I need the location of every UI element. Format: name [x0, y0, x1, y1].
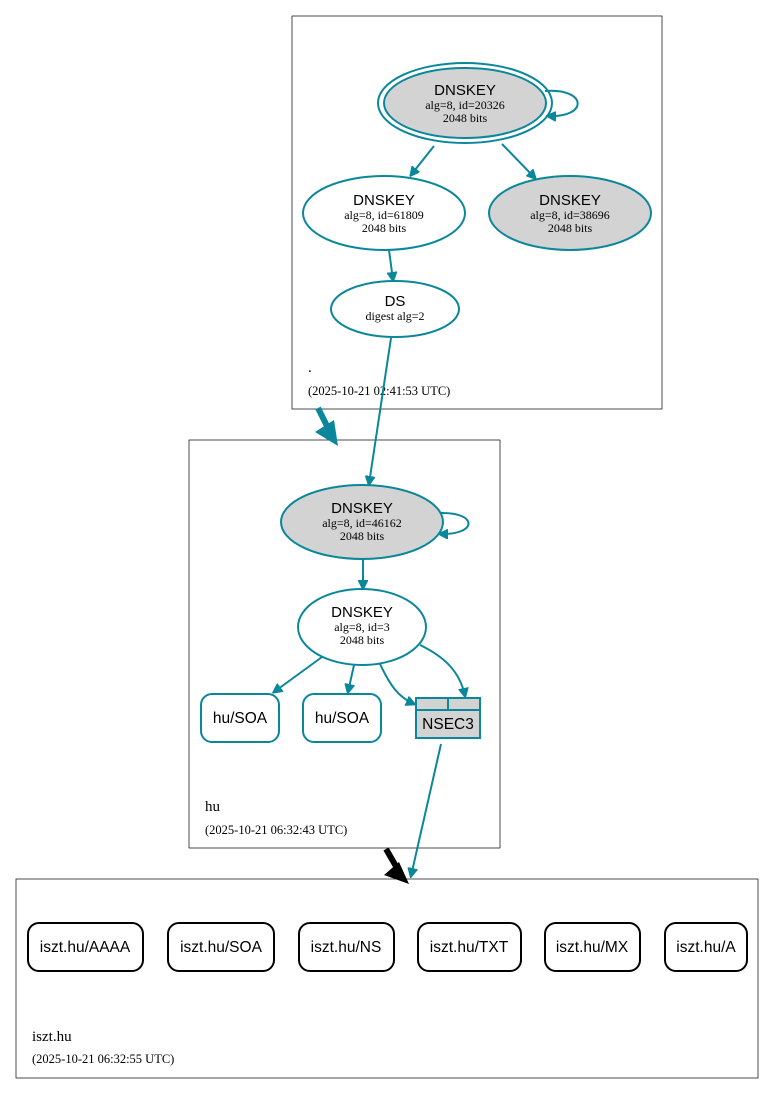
zone-hu-name: hu [205, 799, 221, 815]
edge-delegation-hu-to-iszt [383, 847, 400, 870]
zone-iszt-timestamp: (2025-10-21 06:32:55 UTC) [32, 1052, 174, 1066]
zone-root-timestamp: (2025-10-21 02:41:53 UTC) [308, 384, 450, 398]
node-hu-ksk-alg: alg=8, id=46162 [322, 516, 402, 530]
record-iszt-soa: iszt.hu/SOA [167, 922, 275, 972]
node-hu-nsec3: NSEC3 [415, 697, 481, 739]
node-hu-ds-digest: digest alg=2 [365, 309, 424, 323]
record-iszt-a-label: iszt.hu/A [676, 939, 736, 956]
record-iszt-ns-label: iszt.hu/NS [311, 939, 382, 956]
node-root-key2-alg: alg=8, id=38696 [530, 208, 610, 222]
record-iszt-mx: iszt.hu/MX [544, 922, 641, 972]
record-iszt-txt: iszt.hu/TXT [417, 922, 522, 972]
node-root-zsk-alg: alg=8, id=61809 [344, 208, 424, 222]
zone-root-name: . [308, 360, 312, 376]
record-iszt-aaaa: iszt.hu/AAAA [27, 922, 144, 972]
delegation-root-arrowhead [315, 420, 338, 446]
record-iszt-soa-label: iszt.hu/SOA [180, 939, 262, 956]
edge-ds-to-hu-ksk [369, 337, 392, 484]
node-hu-ds-title: DS [385, 293, 406, 310]
node-hu-zsk: DNSKEY alg=8, id=3 2048 bits [297, 588, 427, 666]
node-hu-zsk-title: DNSKEY [331, 604, 393, 621]
zone-iszt-cluster [15, 878, 759, 1079]
node-hu-zsk-alg: alg=8, id=3 [334, 620, 390, 634]
edge-nsec3-to-iszt [411, 743, 442, 876]
record-iszt-ns: iszt.hu/NS [298, 922, 395, 972]
node-root-ksk-alg: alg=8, id=20326 [425, 98, 505, 112]
node-hu-soa-2-label: hu/SOA [315, 710, 370, 727]
edge-root-ksk-to-zsk [411, 145, 435, 175]
edge-root-ksk-to-key2 [501, 143, 535, 178]
node-root-ksk-bits: 2048 bits [443, 111, 488, 125]
node-hu-ksk-bits: 2048 bits [340, 529, 385, 543]
node-hu-zsk-bits: 2048 bits [340, 633, 385, 647]
node-root-ksk: DNSKEY alg=8, id=20326 2048 bits [377, 62, 553, 144]
edge-hu-ksk-self [440, 511, 470, 534]
node-hu-soa-1-label: hu/SOA [213, 710, 268, 727]
edge-root-ksk-self [544, 89, 579, 116]
node-hu-soa-2: hu/SOA [302, 693, 382, 743]
node-hu-nsec3-label: NSEC3 [422, 716, 474, 733]
node-hu-ksk-title: DNSKEY [331, 500, 393, 517]
record-iszt-a: iszt.hu/A [664, 922, 748, 972]
node-hu-soa-1: hu/SOA [200, 693, 280, 743]
node-root-zsk: DNSKEY alg=8, id=61809 2048 bits [302, 175, 466, 251]
node-root-key2-bits: 2048 bits [548, 221, 593, 235]
zone-hu-cluster [188, 439, 501, 849]
node-root-key2-title: DNSKEY [539, 192, 601, 209]
node-hu-ds: DS digest alg=2 [330, 280, 460, 338]
node-root-ksk-title: DNSKEY [434, 82, 496, 99]
edge-delegation-root-to-hu [315, 406, 331, 430]
node-root-zsk-title: DNSKEY [353, 192, 415, 209]
record-iszt-mx-label: iszt.hu/MX [556, 939, 629, 956]
zone-root-cluster [291, 15, 663, 410]
edge-hu-zsk-to-soa1 [274, 656, 323, 692]
node-root-zsk-bits: 2048 bits [362, 221, 407, 235]
edge-hu-zsk-to-nsec3-a [379, 663, 414, 704]
zone-hu-timestamp: (2025-10-21 06:32:43 UTC) [205, 823, 347, 837]
record-iszt-txt-label: iszt.hu/TXT [430, 939, 509, 956]
zone-iszt-name: iszt.hu [32, 1029, 72, 1045]
delegation-hu-arrowhead [384, 862, 409, 884]
node-hu-ksk: DNSKEY alg=8, id=46162 2048 bits [280, 484, 444, 560]
edge-root-zsk-to-ds [389, 249, 393, 280]
edge-hu-zsk-to-soa2 [348, 664, 355, 692]
edge-hu-zsk-to-nsec3-b [419, 644, 465, 696]
record-iszt-aaaa-label: iszt.hu/AAAA [40, 939, 131, 956]
node-root-key2: DNSKEY alg=8, id=38696 2048 bits [488, 175, 652, 251]
